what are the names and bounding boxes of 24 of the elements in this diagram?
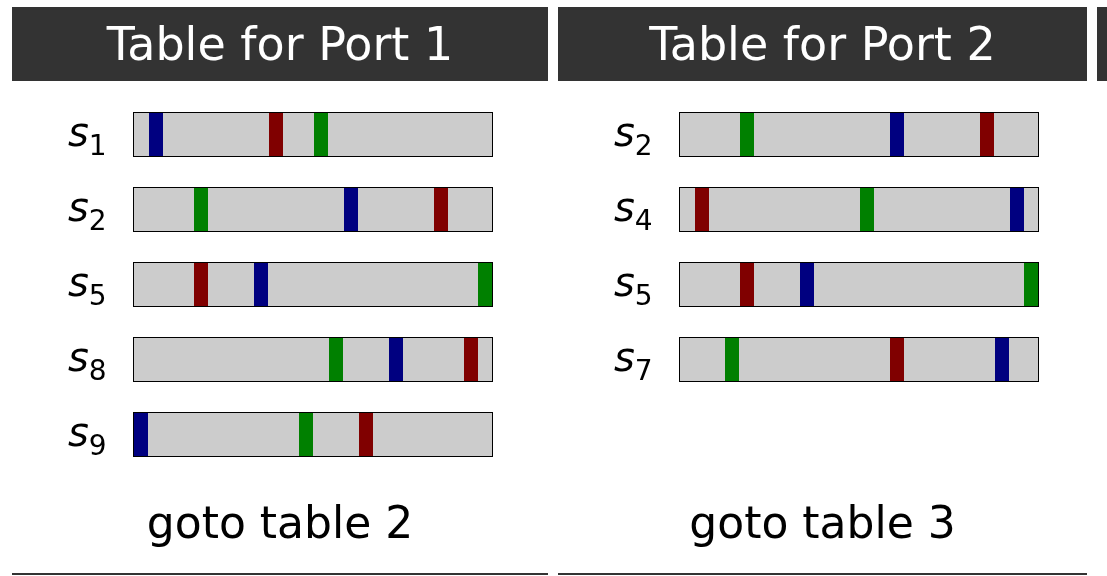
flow-entry-bar: [133, 262, 493, 307]
flow-entry-bar: [679, 337, 1039, 382]
row-label: s$_{4}$: [614, 185, 653, 239]
row-label: s$_{7}$: [614, 335, 653, 389]
table-panel: [12, 7, 548, 575]
row-label: s$_{5}$: [614, 260, 653, 314]
row-label: s$_{1}$: [68, 110, 107, 164]
flow-entry-bar: [133, 337, 493, 382]
flow-entry-bar: [133, 187, 493, 232]
flow-entry-bar: [679, 112, 1039, 157]
table-panel: [558, 7, 1087, 575]
goto-instruction: goto table 2: [145, 497, 415, 548]
flow-entry-bar: [133, 112, 493, 157]
table-header: Table for Port 1: [12, 7, 548, 81]
row-label: s$_{5}$: [68, 260, 107, 314]
goto-instruction: goto table 3: [688, 497, 957, 548]
table-header: Table for Port 2: [558, 7, 1087, 81]
row-label: s$_{8}$: [68, 335, 107, 389]
flow-entry-bar: [133, 412, 493, 457]
row-label: s$_{9}$: [68, 410, 107, 464]
row-label: s$_{2}$: [68, 185, 107, 239]
flow-entry-bar: [679, 187, 1039, 232]
flow-entry-bar: [679, 262, 1039, 307]
row-label: s$_{2}$: [614, 110, 653, 164]
